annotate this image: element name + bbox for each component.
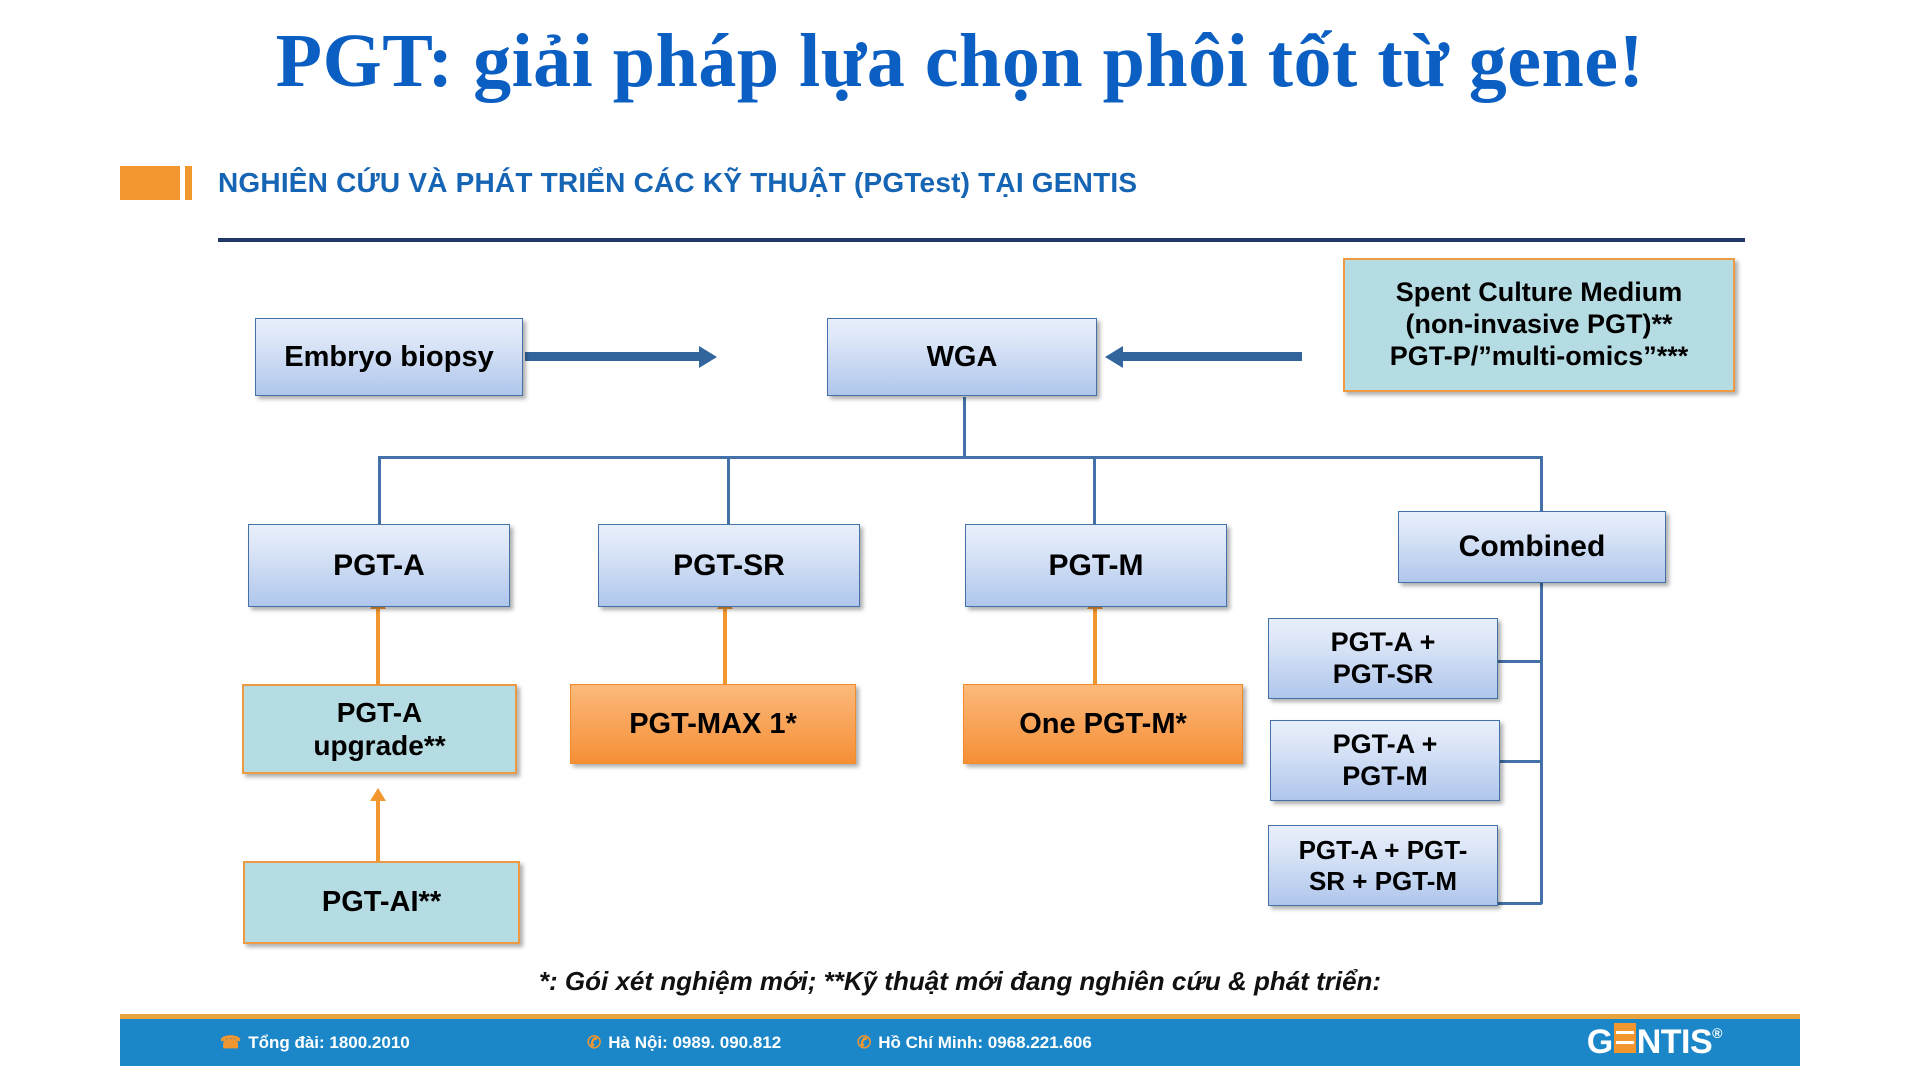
connector-combo1-stub <box>1494 660 1542 663</box>
node-label: WGA <box>926 340 998 373</box>
node-label-line2: PGT-SR <box>1332 658 1434 689</box>
footer-hotline: ☎ Tổng đài: 1800.2010 <box>220 1033 410 1053</box>
node-label: PGT-A <box>333 548 425 582</box>
node-pgt-ai[interactable]: PGT-AI** <box>243 861 520 944</box>
connector-drop-pgtm <box>1093 456 1096 524</box>
node-combined[interactable]: Combined <box>1398 511 1666 583</box>
footer-accent-rule <box>120 1014 1800 1019</box>
node-label: One PGT-M* <box>1019 707 1187 740</box>
node-pgt-sr[interactable]: PGT-SR <box>598 524 860 607</box>
node-label-line1: PGT-A + PGT- <box>1298 834 1468 865</box>
node-label: PGT-AI** <box>321 886 442 919</box>
connector-combo3-stub <box>1494 902 1542 905</box>
registered-trademark-icon: ® <box>1712 1025 1722 1041</box>
node-pgt-a[interactable]: PGT-A <box>248 524 510 607</box>
node-label-line1: PGT-A <box>336 696 423 728</box>
gentis-logo: G NTIS ® <box>1587 1023 1722 1062</box>
arrowhead-right-icon <box>699 345 717 368</box>
orange-marker-block-icon <box>120 166 180 200</box>
footnote-caption: *: Gói xét nghiệm mới; **Kỹ thuật mới đa… <box>538 966 1382 996</box>
connector-wga-down <box>963 397 966 457</box>
node-wga[interactable]: WGA <box>827 318 1097 396</box>
node-pgt-a-upgrade[interactable]: PGT-A upgrade** <box>242 684 517 774</box>
phone-icon: ✆ <box>587 1032 602 1052</box>
node-pgt-m[interactable]: PGT-M <box>965 524 1227 607</box>
node-one-pgt-m[interactable]: One PGT-M* <box>963 684 1243 764</box>
node-combo-a-sr[interactable]: PGT-A + PGT-SR <box>1268 618 1498 699</box>
connector-combo2-stub <box>1494 760 1542 763</box>
arrow-pgtai-to-upgrade <box>370 788 386 861</box>
node-spent-culture-medium[interactable]: Spent Culture Medium (non-invasive PGT)*… <box>1343 258 1735 392</box>
footer-hanoi: ✆ Hà Nội: 0989. 090.812 <box>587 1033 781 1053</box>
logo-letter-g: G <box>1586 1023 1613 1061</box>
node-label: PGT-MAX 1* <box>629 707 797 740</box>
node-label-line1: PGT-A + <box>1330 626 1436 657</box>
node-label-line2: upgrade** <box>313 730 446 761</box>
connector-drop-pgtsr <box>727 456 730 524</box>
footer-bar: ☎ Tổng đài: 1800.2010 ✆ Hà Nội: 0989. 09… <box>120 1019 1800 1066</box>
connector-drop-pgta <box>378 456 381 524</box>
header-divider <box>218 238 1745 242</box>
orange-marker-bar-icon <box>185 166 192 200</box>
node-pgt-max-1[interactable]: PGT-MAX 1* <box>570 684 856 764</box>
node-label: PGT-M <box>1048 548 1144 582</box>
arrow-medium-to-wga <box>1105 345 1302 368</box>
node-label-line2: PGT-M <box>1342 760 1428 791</box>
node-label-line2: SR + PGT-M <box>1308 865 1458 896</box>
arrowhead-up-icon <box>370 788 386 801</box>
node-label-line1: PGT-A + <box>1332 728 1438 759</box>
arrow-upgrade-to-pgta <box>370 596 386 684</box>
subtitle-text: NGHIÊN CỨU VÀ PHÁT TRIỂN CÁC KỸ THUẬT (P… <box>218 167 1138 198</box>
node-embryo-biopsy[interactable]: Embryo biopsy <box>255 318 523 396</box>
connector-drop-combined <box>1540 456 1543 511</box>
node-label-line1: Spent Culture Medium <box>1395 277 1683 308</box>
arrow-onepgtm-to-pgtm <box>1087 596 1103 684</box>
node-combo-a-m[interactable]: PGT-A + PGT-M <box>1270 720 1500 801</box>
node-label-line3: PGT-P/”multi-omics”*** <box>1389 340 1689 371</box>
node-label: Embryo biopsy <box>284 340 494 373</box>
node-label-line2: (non-invasive PGT)** <box>1405 309 1673 340</box>
footer-hcm-text: Hồ Chí Minh: 0968.221.606 <box>878 1032 1092 1052</box>
phone-circle-icon: ☎ <box>220 1032 242 1052</box>
page-title: PGT: giải pháp lựa chọn phôi tốt từ gene… <box>275 19 1645 103</box>
node-combo-a-sr-m[interactable]: PGT-A + PGT- SR + PGT-M <box>1268 825 1498 906</box>
connector-combined-spine <box>1540 573 1543 904</box>
subtitle-row: NGHIÊN CỨU VÀ PHÁT TRIỂN CÁC KỸ THUẬT (P… <box>120 166 1137 200</box>
connector-main-bus <box>378 456 1542 459</box>
arrow-embryo-to-wga <box>525 345 717 368</box>
arrowhead-left-icon <box>1105 345 1123 368</box>
footer-hotline-text: Tổng đài: 1800.2010 <box>248 1032 410 1052</box>
node-label: Combined <box>1458 530 1606 564</box>
logo-letters-ntis: NTIS <box>1636 1023 1713 1061</box>
node-label: PGT-SR <box>673 548 785 582</box>
phone-icon: ✆ <box>857 1032 872 1052</box>
footer-hanoi-text: Hà Nội: 0989. 090.812 <box>608 1032 782 1052</box>
arrow-pgtmax-to-pgtsr <box>717 596 733 684</box>
footer-hcm: ✆ Hồ Chí Minh: 0968.221.606 <box>857 1033 1092 1053</box>
dna-helix-icon <box>1613 1023 1636 1053</box>
